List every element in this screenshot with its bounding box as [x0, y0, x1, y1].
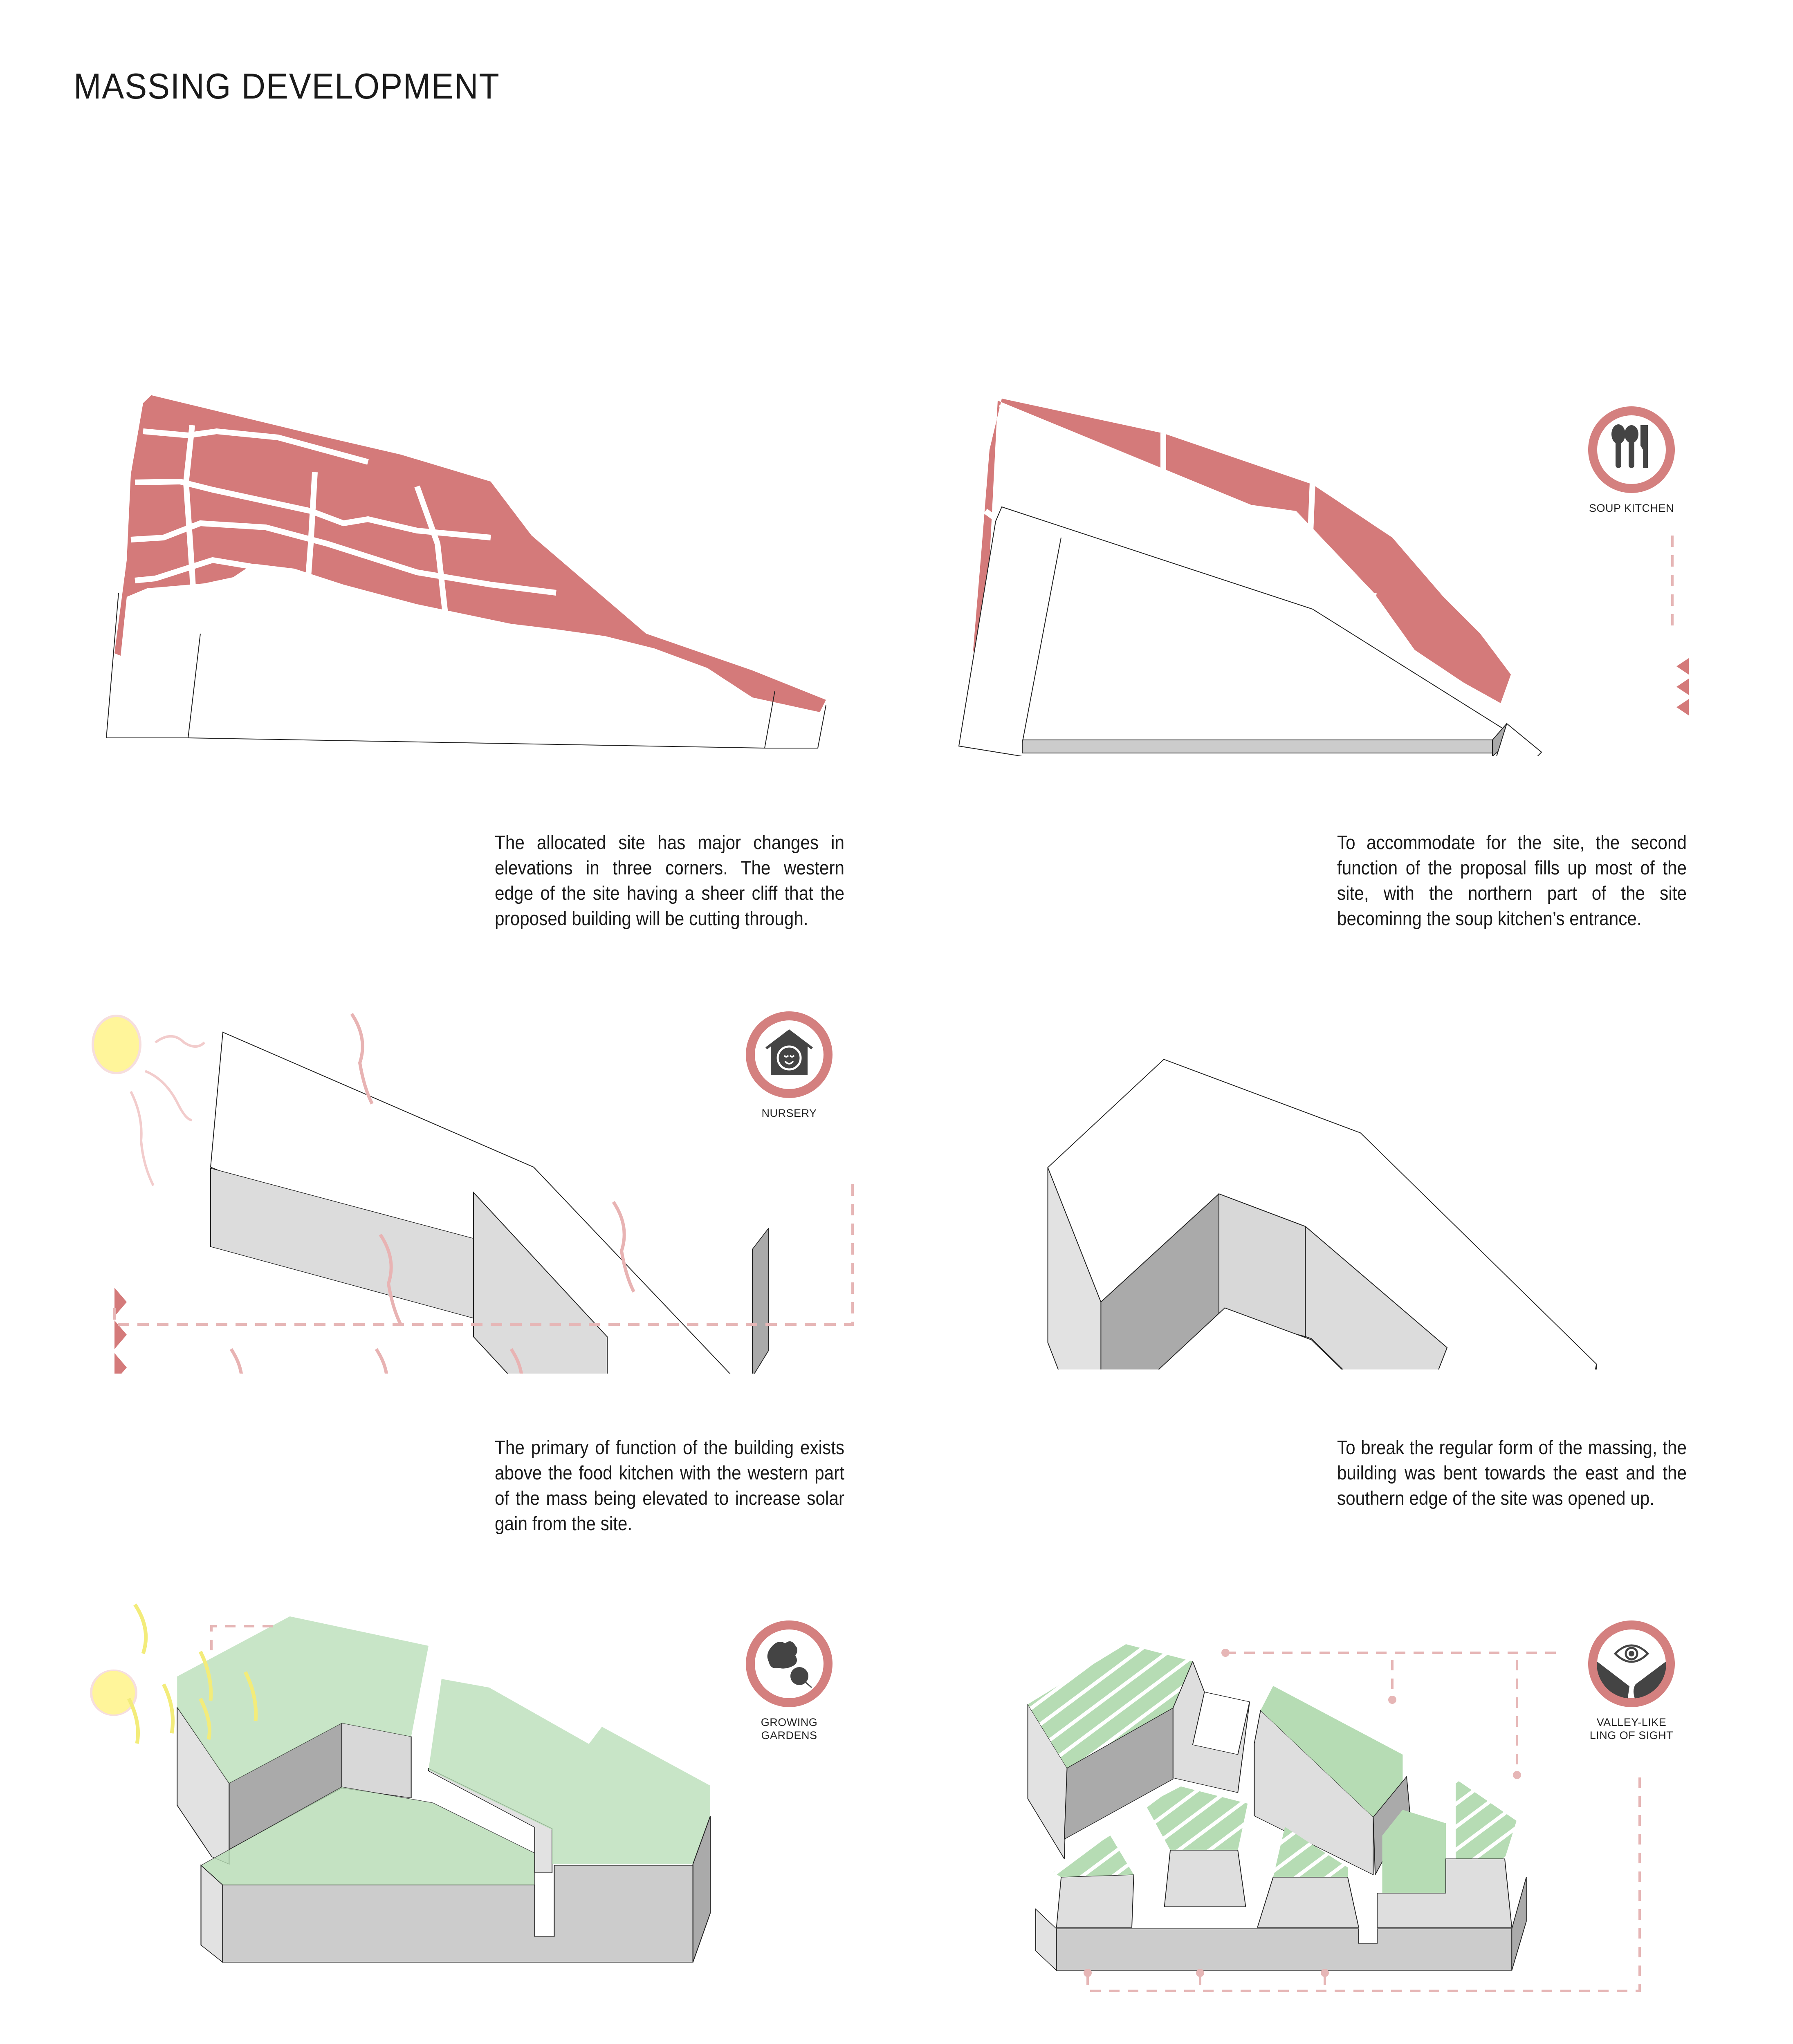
caption-panel-3: The primary of function of the building …	[495, 1437, 844, 1534]
terrain-contours	[114, 395, 826, 712]
beetroot-icon	[746, 1620, 833, 1707]
valley-mass-diagram	[1027, 1644, 1641, 1992]
soup-kitchen-label: SOUP KITCHEN	[1589, 502, 1674, 514]
caption-panel-4: To break the regular form of the massing…	[1337, 1437, 1687, 1509]
caption-panel-6: the development of the massing was final…	[1337, 2040, 1687, 2044]
nursery-label: NURSERY	[761, 1107, 817, 1119]
nursery-mass-diagram	[92, 1013, 854, 1374]
growing-gardens-badge: GROWING GARDENS	[744, 1619, 834, 1742]
entrance-arrows	[1676, 658, 1689, 715]
nursery-badge: NURSERY	[744, 1010, 834, 1120]
soup-kitchen-badge: SOUP KITCHEN	[1587, 405, 1676, 515]
site-boundary	[106, 592, 826, 749]
valley-sight-badge: VALLEY-LIKE LING OF SIGHT	[1587, 1619, 1676, 1742]
solar-arrows	[127, 1603, 258, 1744]
page-title: MASSING DEVELOPMENT	[74, 66, 500, 106]
caption-panel-2: To accommodate for the site, the second …	[1337, 831, 1687, 929]
sun-icon	[92, 1015, 141, 1074]
soup-kitchen-mass-diagram	[958, 399, 1689, 756]
growing-gardens-label: GROWING GARDENS	[761, 1716, 818, 1741]
roof-garden-mass-diagram	[90, 1603, 711, 1963]
valley-sight-label: VALLEY-LIKE LING OF SIGHT	[1589, 1716, 1674, 1741]
site-topography-diagram	[106, 395, 826, 749]
valley-eye-icon	[1588, 1620, 1675, 1707]
caption-panel-5: To create seperation between the differn…	[495, 2040, 844, 2044]
nursery-house-icon	[746, 1011, 833, 1098]
sightline-connectors	[1086, 1652, 1641, 1992]
caption-panel-1: The allocated site has major changes in …	[495, 831, 844, 929]
cutlery-icon	[1588, 406, 1675, 493]
sun-icon	[90, 1669, 137, 1716]
bent-mass-diagram	[1047, 1059, 1597, 1369]
